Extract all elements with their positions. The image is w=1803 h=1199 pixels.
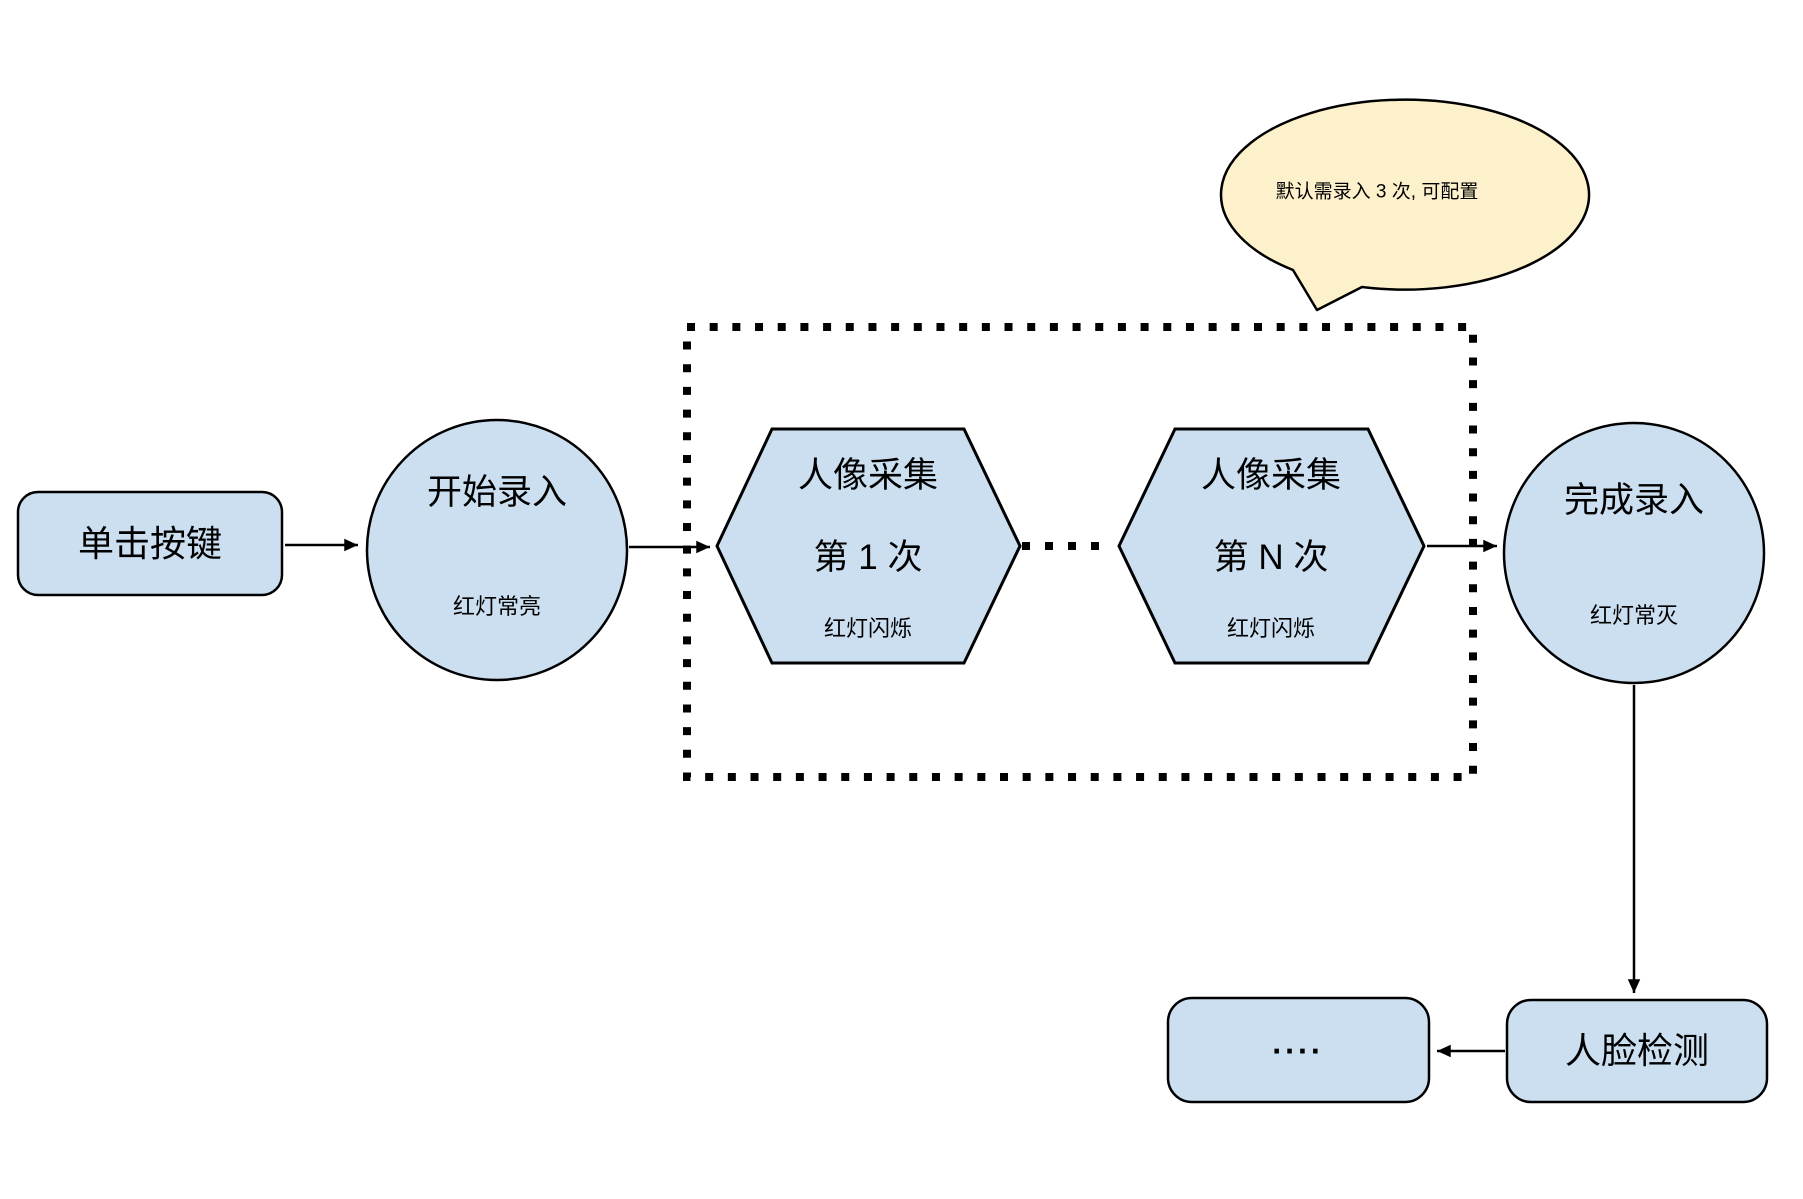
ellipsis-label: .... [1272,1024,1324,1061]
click-button-node [16,490,284,597]
capture-first-count-label: 第 1 次 [813,537,923,577]
face-detection-label: 人脸检测 [1564,1030,1710,1072]
capture-nth-sublabel: 红灯闪烁 [1226,615,1316,641]
capture-first-sublabel: 红灯闪烁 [823,615,913,641]
callout-bubble [1219,98,1591,312]
finish-entry-sublabel: 红灯常灭 [1589,602,1679,628]
start-entry-label: 开始录入 [426,472,568,512]
callout-text: 默认需录入 3 次, 可配置 [1275,181,1479,203]
capture-nth-count-label: 第 N 次 [1213,537,1329,577]
capture-nth-hexagon [1117,427,1426,665]
capture-first-label: 人像采集 [797,455,939,495]
finish-entry-label: 完成录入 [1563,480,1705,520]
capture-first-hexagon [715,427,1022,665]
face-detection-node [1505,998,1769,1104]
ellipsis-node [1166,996,1431,1104]
capture-nth-label: 人像采集 [1200,455,1342,495]
start-entry-circle [365,418,629,682]
finish-entry-circle [1502,421,1766,685]
start-entry-sublabel: 红灯常亮 [452,593,542,619]
loop-dotted-frame [683,323,1477,781]
click-button-label: 单击按键 [77,523,223,565]
